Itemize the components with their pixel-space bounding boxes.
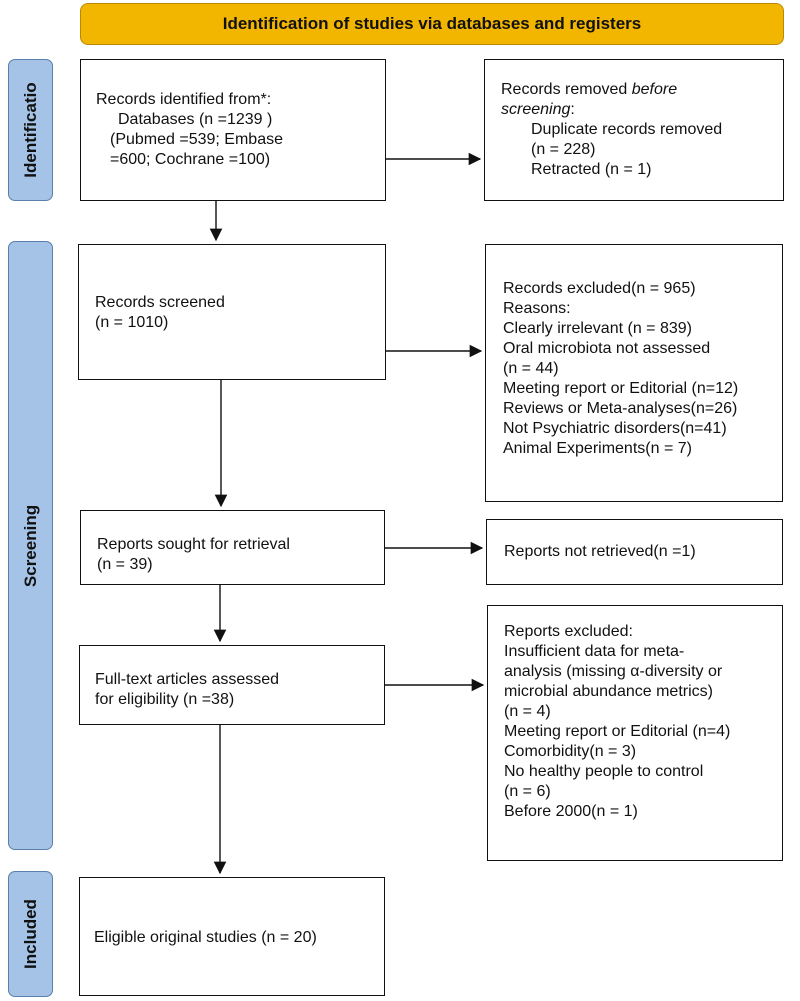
eligible-studies-label: Eligible original studies (n = 20) bbox=[94, 929, 317, 946]
records-removed-heading: Records removed before bbox=[501, 80, 783, 100]
reports-excluded-insufficient-1: Insufficient data for meta- bbox=[504, 643, 685, 660]
reports-sought-count: (n = 39) bbox=[97, 556, 153, 573]
reports-excluded-meeting: Meeting report or Editorial (n=4) bbox=[504, 723, 731, 740]
reports-excluded-before-2000: Before 2000(n = 1) bbox=[504, 803, 638, 820]
reports-excluded-no-control-count: (n = 6) bbox=[504, 783, 551, 800]
fulltext-assessed-label: Full-text articles assessed bbox=[95, 671, 280, 688]
reports-excluded-insufficient-3: microbial abundance metrics) bbox=[504, 683, 713, 700]
records-removed-duplicates-count: (n = 228) bbox=[531, 141, 596, 158]
phase-identification: Identificatio bbox=[8, 59, 53, 201]
eligible-studies-box: Eligible original studies (n = 20) bbox=[79, 877, 385, 996]
records-excluded-animal: Animal Experiments(n = 7) bbox=[503, 440, 692, 457]
records-identified-breakdown-1: (Pubmed =539; Embase bbox=[110, 131, 283, 148]
records-identified-heading: Records identified from*: bbox=[96, 91, 272, 108]
records-excluded-reviews: Reviews or Meta-analyses(n=26) bbox=[503, 400, 738, 417]
records-removed-retracted: Retracted (n = 1) bbox=[531, 161, 652, 178]
reports-excluded-insufficient-2: analysis (missing α-diversity or bbox=[504, 663, 723, 680]
records-excluded-heading: Records excluded(n = 965) bbox=[503, 280, 696, 297]
records-screened-box: Records screened (n = 1010) bbox=[78, 244, 386, 380]
records-excluded-reasons: Reasons: bbox=[503, 300, 571, 317]
records-excluded-psychiatric: Not Psychiatric disorders(n=41) bbox=[503, 420, 727, 437]
records-removed-box: Records removed before screening: Duplic… bbox=[484, 59, 784, 201]
header-banner: Identification of studies via databases … bbox=[80, 3, 784, 45]
records-removed-heading-2: screening: bbox=[501, 100, 783, 120]
fulltext-assessed-count: for eligibility (n =38) bbox=[95, 691, 235, 708]
reports-excluded-comorbidity: Comorbidity(n = 3) bbox=[504, 743, 637, 760]
records-removed-screening: screening bbox=[501, 101, 571, 118]
fulltext-assessed-box: Full-text articles assessed for eligibil… bbox=[79, 645, 385, 725]
records-identified-box: Records identified from*: Databases (n =… bbox=[80, 59, 386, 201]
records-identified-breakdown-2: =600; Cochrane =100) bbox=[110, 151, 271, 168]
reports-excluded-insufficient-count: (n = 4) bbox=[504, 703, 551, 720]
reports-excluded-heading: Reports excluded: bbox=[504, 623, 633, 640]
records-excluded-irrelevant: Clearly irrelevant (n = 839) bbox=[503, 320, 692, 337]
phase-screening: Screening bbox=[8, 241, 53, 850]
records-removed-before: before bbox=[631, 81, 678, 98]
records-excluded-meeting: Meeting report or Editorial (n=12) bbox=[503, 380, 739, 397]
records-identified-databases: Databases (n =1239 ) bbox=[118, 111, 273, 128]
records-removed-colon: : bbox=[570, 101, 575, 118]
records-screened-count: (n = 1010) bbox=[95, 314, 169, 331]
records-excluded-oral: Oral microbiota not assessed bbox=[503, 340, 711, 357]
reports-excluded-box: Reports excluded: Insufficient data for … bbox=[487, 605, 783, 861]
header-title: Identification of studies via databases … bbox=[222, 14, 642, 33]
reports-excluded-no-control: No healthy people to control bbox=[504, 763, 704, 780]
reports-sought-box: Reports sought for retrieval (n = 39) bbox=[80, 510, 385, 585]
records-removed-duplicates: Duplicate records removed bbox=[531, 121, 723, 138]
reports-sought-label: Reports sought for retrieval bbox=[97, 536, 290, 553]
records-removed-heading-text: Records removed bbox=[501, 81, 632, 98]
phase-included: Included bbox=[8, 871, 53, 997]
reports-not-retrieved-box: Reports not retrieved(n =1) bbox=[486, 519, 783, 585]
records-screened-label: Records screened bbox=[95, 294, 225, 311]
records-excluded-oral-count: (n = 44) bbox=[503, 360, 559, 377]
reports-not-retrieved-label: Reports not retrieved(n =1) bbox=[504, 543, 696, 560]
records-excluded-box: Records excluded(n = 965) Reasons: Clear… bbox=[485, 244, 783, 502]
